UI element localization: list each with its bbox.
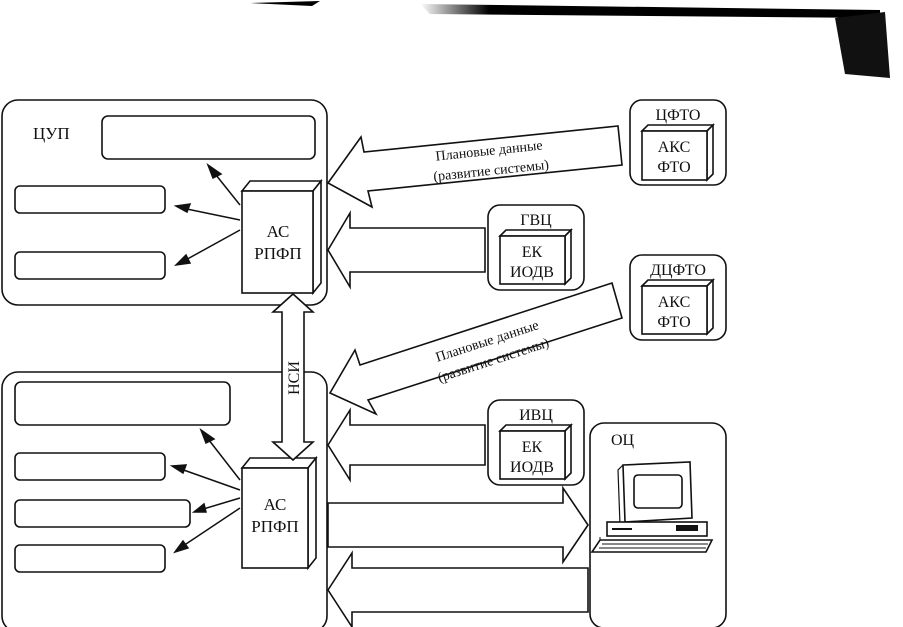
ivc-arrow (327, 407, 486, 483)
node-ivc-title: ИВЦ (519, 407, 553, 424)
node-cfto-line1: АКС (658, 139, 691, 156)
processor-bottom-line2: РПФП (251, 517, 298, 536)
bottom-system-field-main (14, 381, 231, 426)
scan-artifact (250, 1, 890, 78)
to-oc-arrow (327, 485, 589, 565)
bottom-system-field-2 (14, 499, 191, 528)
node-oc: ОЦ (589, 422, 727, 627)
from-oc-arrow (327, 550, 589, 627)
processor-top: АС РПФП (240, 178, 323, 296)
planned-data-arrow-top: Плановые данные (развитие системы) (326, 125, 623, 209)
bottom-system-field-3 (14, 544, 166, 573)
computer-terminal-icon (590, 461, 714, 553)
node-ivc-line1: ЕК (522, 439, 543, 456)
node-dcfto: ДЦФТО АКС ФТО (629, 254, 727, 341)
bottom-system-field-1 (14, 452, 166, 481)
node-oc-title: ОЦ (611, 432, 635, 449)
node-ivc-line2: ИОДВ (510, 459, 554, 476)
processor-bottom-line1: АС (264, 495, 287, 514)
node-cfto: ЦФТО АКС ФТО (629, 99, 727, 186)
top-system-field-main (101, 115, 316, 160)
node-cfto-line2: ФТО (657, 159, 690, 176)
processor-top-line1: АС (267, 222, 290, 241)
gvc-arrow (327, 210, 486, 290)
node-dcfto-line1: АКС (658, 294, 691, 311)
node-gvc-line2: ИОДВ (510, 264, 554, 281)
top-system-field-2 (14, 251, 166, 280)
top-system-label: ЦУП (33, 124, 70, 143)
top-pointer-arrows (173, 162, 241, 267)
top-system-field-1 (14, 185, 166, 214)
node-ivc: ИВЦ ЕК ИОДВ (487, 399, 585, 486)
node-gvc-line1: ЕК (522, 244, 543, 261)
nsi-label: НСИ (286, 361, 303, 395)
node-gvc: ГВЦ ЕК ИОДВ (487, 204, 585, 291)
processor-top-line2: РПФП (254, 244, 301, 263)
node-dcfto-line2: ФТО (657, 314, 690, 331)
node-cfto-title: ЦФТО (656, 107, 701, 124)
planned-data-arrow-mid: Плановые данные (развитие системы) (328, 281, 623, 416)
nsi-link: НСИ (270, 292, 316, 462)
bottom-pointer-arrows (169, 427, 241, 554)
processor-bottom: АС РПФП (240, 455, 318, 571)
node-dcfto-title: ДЦФТО (650, 262, 706, 279)
top-system-block: ЦУП (1, 99, 328, 306)
node-gvc-title: ГВЦ (520, 212, 552, 229)
